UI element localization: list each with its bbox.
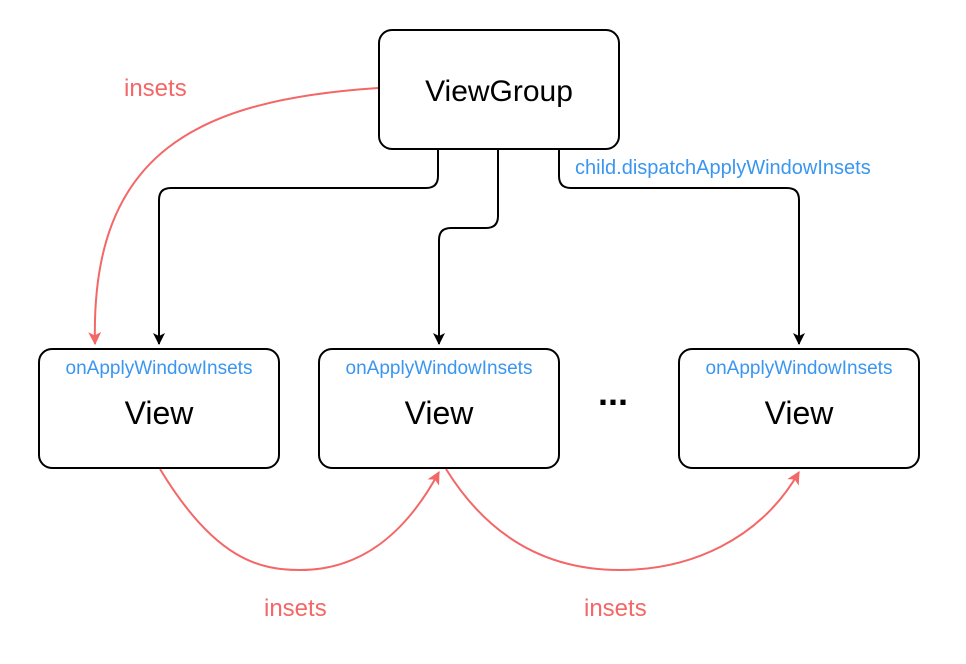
insets-label-bottom-right: insets [584, 595, 647, 622]
dispatch-arrow-2 [433, 150, 499, 345]
view-1-method-label: onApplyWindowInsets [65, 358, 253, 379]
dispatch-arrow-3 [558, 150, 805, 345]
view-box-3: onApplyWindowInsets View [678, 348, 920, 469]
view-1-label: View [124, 395, 194, 431]
insets-label-bottom-left: insets [264, 595, 327, 622]
view-box-1: onApplyWindowInsets View [38, 348, 280, 469]
insets-arrow-first-to-second [159, 468, 440, 572]
viewgroup-box: ViewGroup [378, 29, 620, 150]
view-box-2: onApplyWindowInsets View [318, 348, 560, 469]
dispatch-arrow-1 [153, 150, 439, 345]
view-2-label: View [404, 395, 474, 431]
dispatch-label: child.dispatchApplyWindowInsets [575, 157, 871, 179]
view-3-label: View [764, 395, 834, 431]
insets-arrow-parent-to-first [88, 87, 379, 346]
insets-label-top: insets [124, 75, 187, 102]
insets-arrow-second-to-third [445, 468, 800, 572]
view-3-method-label: onApplyWindowInsets [705, 358, 893, 379]
ellipsis: ... [598, 372, 629, 413]
viewgroup-label: ViewGroup [425, 75, 573, 108]
view-2-method-label: onApplyWindowInsets [345, 358, 533, 379]
